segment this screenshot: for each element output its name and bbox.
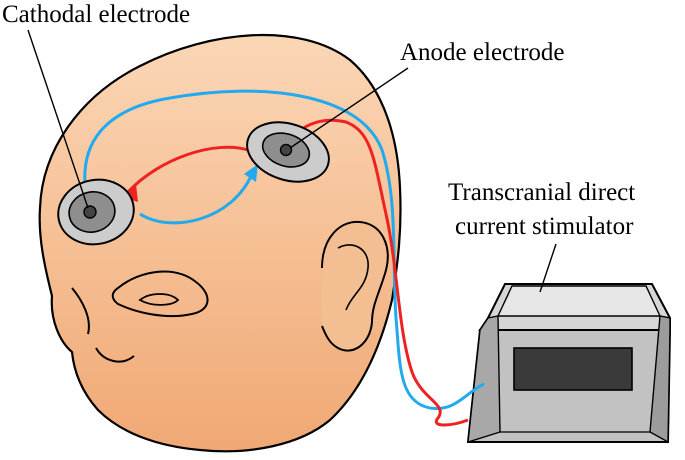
- cathodal-electrode: [57, 178, 135, 246]
- ear: [321, 220, 389, 352]
- wires: [83, 89, 485, 427]
- mouth: [95, 347, 135, 363]
- stimulator-label-line1: Transcranial direct: [448, 179, 635, 206]
- eye: [138, 293, 180, 306]
- ear-inner: [337, 244, 369, 311]
- device-left-bevel: [467, 315, 501, 443]
- device-top-face: [496, 285, 662, 317]
- current-arrow-blue: [139, 173, 254, 225]
- device-right-bevel: [649, 315, 671, 444]
- cathode-contact: [83, 205, 97, 219]
- cathodal-electrode-label: Cathodal electrode: [2, 1, 190, 28]
- blue-arrowhead: [244, 164, 258, 182]
- anode-electrode: [246, 121, 330, 183]
- current-arrow-red: [126, 145, 249, 194]
- leader-lines: [27, 29, 557, 293]
- anode-leader: [289, 67, 409, 149]
- stimulator-leader: [539, 243, 557, 293]
- stimulator-label-line2: current stimulator: [455, 213, 634, 240]
- eye-brow: [111, 270, 209, 318]
- cathodal-leader: [27, 29, 89, 209]
- anode-contact: [279, 143, 293, 157]
- device-display: [513, 347, 633, 391]
- nose: [71, 287, 90, 335]
- stimulator-device: [466, 283, 672, 444]
- cathode-wire: [83, 89, 485, 410]
- anode-wire: [286, 118, 469, 427]
- anode-electrode-label: Anode electrode: [400, 39, 565, 66]
